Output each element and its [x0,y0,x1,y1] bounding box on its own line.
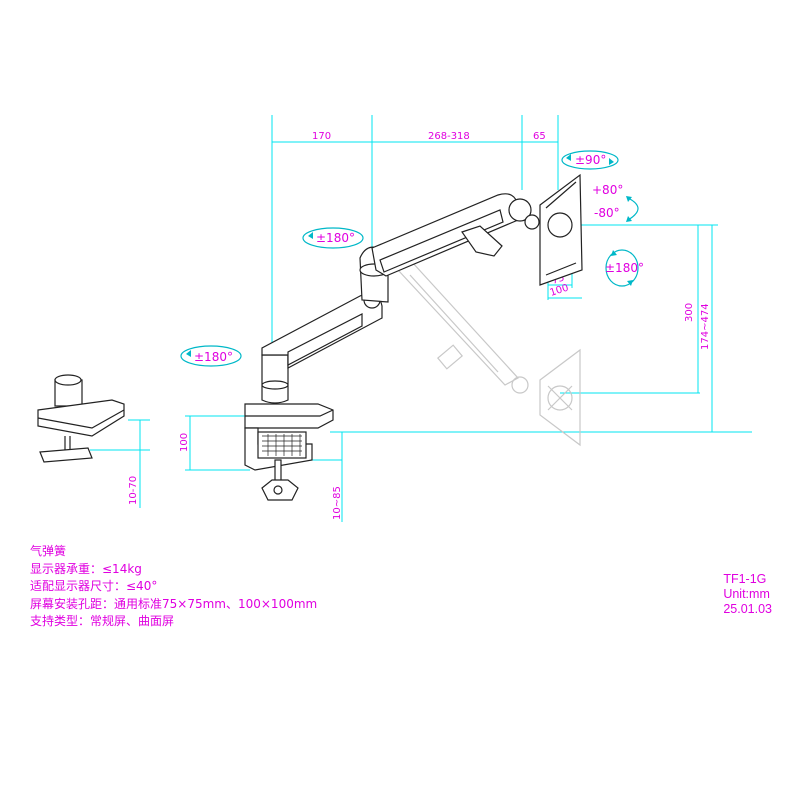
dim-desk-10-70: 10-70 [128,476,139,505]
label-tilt-down: -80° [594,206,620,220]
dim-65: 65 [533,131,546,142]
label-tilt-up: +80° [592,183,623,197]
dimension-labels: 170 268-318 65 75 100 300 174~474 100 10… [128,131,711,520]
label-rotate-180-arm: ±180° [316,231,355,245]
model-info: TF1-1G Unit:mm 25.01.03 [723,572,772,617]
specification-list: 气弹簧 显示器承重：≤14kg 适配显示器尺寸：≤40° 屏幕安装孔距：通用标准… [30,543,317,631]
dimension-lines [90,115,752,522]
tension-knob [461,225,503,257]
spec-line-size: 适配显示器尺寸：≤40° [30,579,158,593]
clamp-grip-mesh [262,434,302,456]
screen-rotate-arrow-icon: ±180° [605,249,644,287]
lowered-arm-ghost [397,261,581,447]
dim-268-318: 268-318 [428,131,470,142]
dim-desk-10-85: 10~85 [332,486,343,520]
base-rotate-arrow-icon: ±180° [180,345,242,367]
label-rotate-180-screen: ±180° [605,261,644,275]
head-joint [508,198,532,222]
dim-170: 170 [312,131,331,142]
spec-line-load: 显示器承重：≤14kg [30,561,142,576]
arm-rotate-arrow-icon: ±180° [302,227,364,249]
model-code: TF1-1G [723,572,767,586]
monitor-arm [244,173,583,501]
label-rotate-180-base: ±180° [194,350,233,364]
rotation-indicators: ±90° +80° -80° ±180° ±180° ±180° [180,150,644,367]
spec-line-types: 支持类型：常规屏、曲面屏 [30,614,175,628]
spec-line-spring: 气弹簧 [30,544,67,558]
dim-300: 300 [684,303,695,322]
spec-line-vesa: 屏幕安装孔距：通用标准75×75mm、100×100mm [30,596,318,611]
dim-174-474: 174~474 [700,303,711,350]
desk-clamp-side-view [37,374,125,463]
label-tilt-90: ±90° [575,153,606,167]
dim-clamp-100: 100 [179,433,190,452]
base-pole [261,354,289,404]
rotate-arrow-icon: ±90° [561,150,619,170]
model-date: 25.01.03 [723,602,772,616]
tilt-arrow-icon: +80° -80° [592,183,639,222]
clamp-screw [274,459,282,483]
model-unit: Unit:mm [723,587,770,601]
